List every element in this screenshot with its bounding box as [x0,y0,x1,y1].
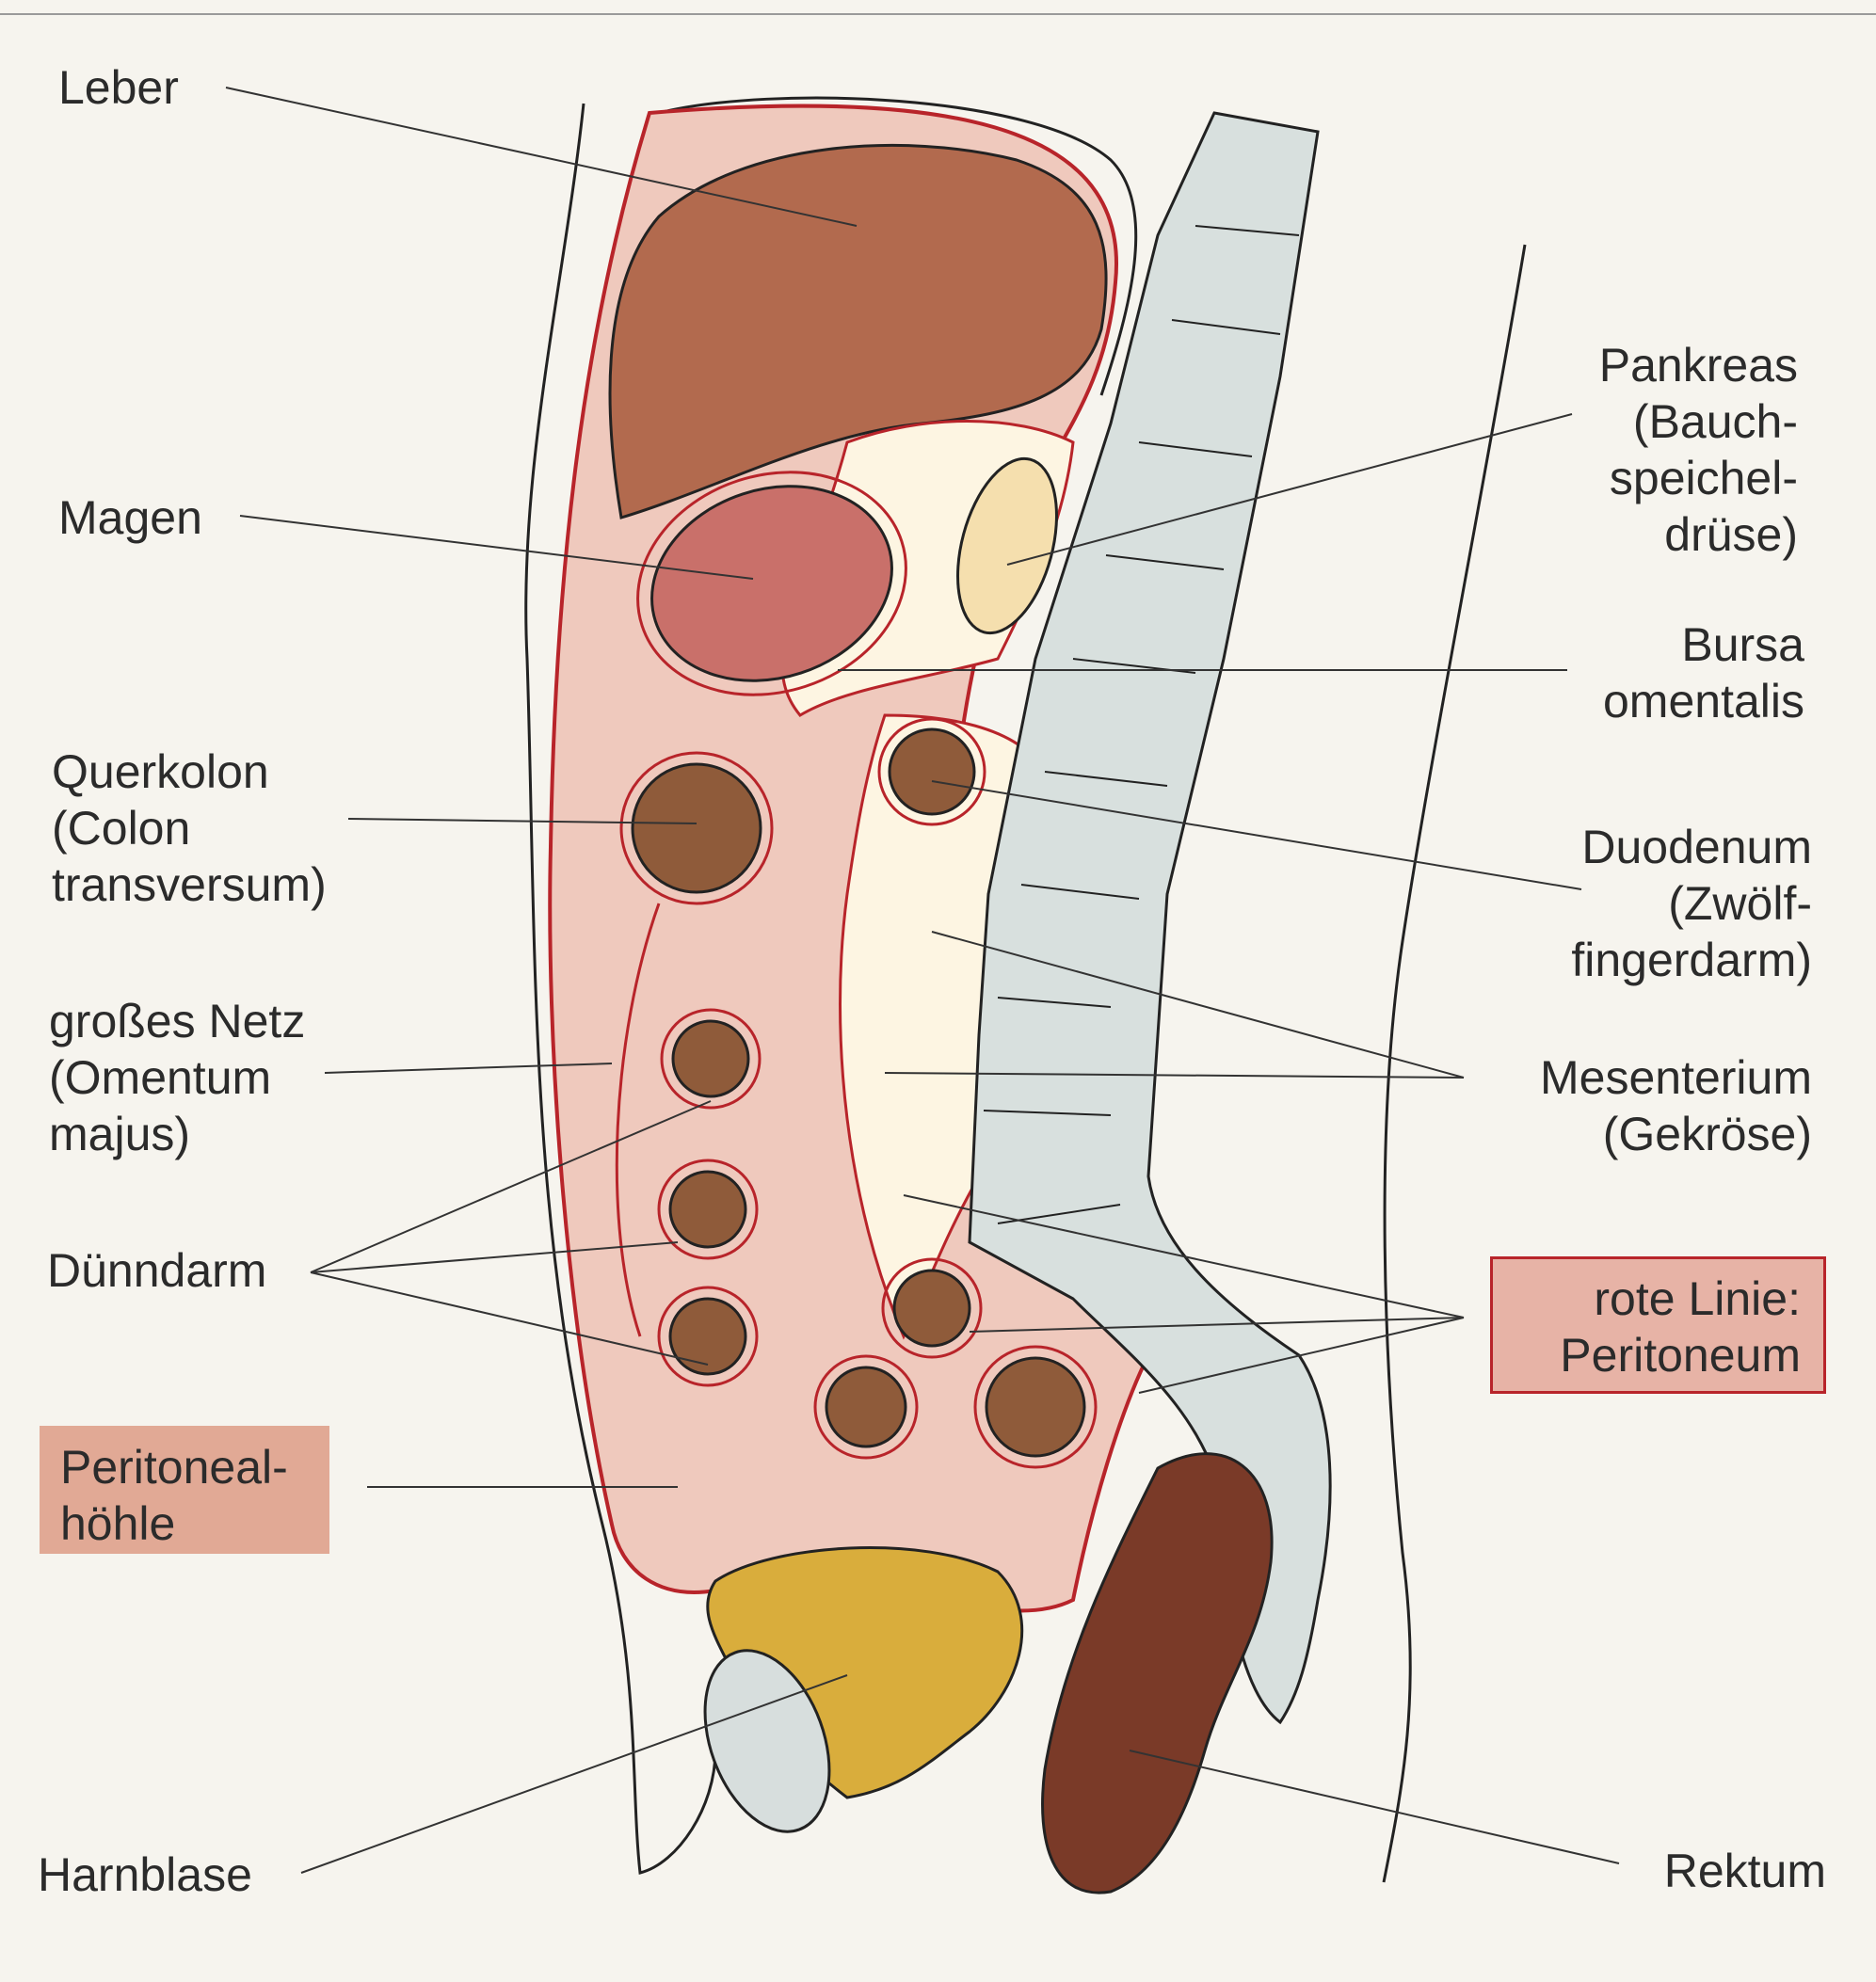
rectum [1041,1452,1274,1894]
body-outline [524,103,717,1875]
colon-transversum [631,762,762,894]
colon-transversum-ring [619,751,774,905]
label-bursa-omentalis: Bursa omentalis [1603,618,1804,727]
label-pankreas: Pankreas (Bauch- speichel- drüse) [1598,339,1798,561]
omentum-majus-fold [615,903,661,1337]
label-grosses-netz: großes Netz (Omentum majus) [49,995,306,1160]
duodenum-ring [877,717,986,826]
label-peritonealhoehle: Peritoneal- höhle [40,1426,329,1554]
label-querkolon: Querkolon (Colon transversum) [52,745,327,911]
spine [968,111,1332,1725]
duodenum [888,727,976,816]
label-magen: Magen [58,491,202,544]
small-intestine-loops [657,1008,1098,1469]
label-mesenterium: Mesenterium (Gekröse) [1540,1051,1812,1160]
pancreas [956,456,1058,635]
label-duodenum: Duodenum (Zwölf- fingerdarm) [1571,821,1812,986]
diaphragm-outline [658,96,1138,396]
back-outline [1382,244,1527,1883]
liver [608,143,1108,519]
label-leber: Leber [58,61,179,114]
leader-lines [225,87,1620,1874]
label-rote-linie-peritoneum: rote Linie: Peritoneum [1490,1256,1826,1394]
pubic-bone [703,1649,831,1833]
stomach [650,485,893,682]
label-duenndarm: Dünndarm [47,1244,267,1297]
label-rektum: Rektum [1663,1845,1826,1897]
vertebra-lines [983,225,1300,1224]
label-harnblase: Harnblase [38,1848,252,1901]
top-rule [0,0,1876,15]
stomach-outer-ring [636,471,907,696]
